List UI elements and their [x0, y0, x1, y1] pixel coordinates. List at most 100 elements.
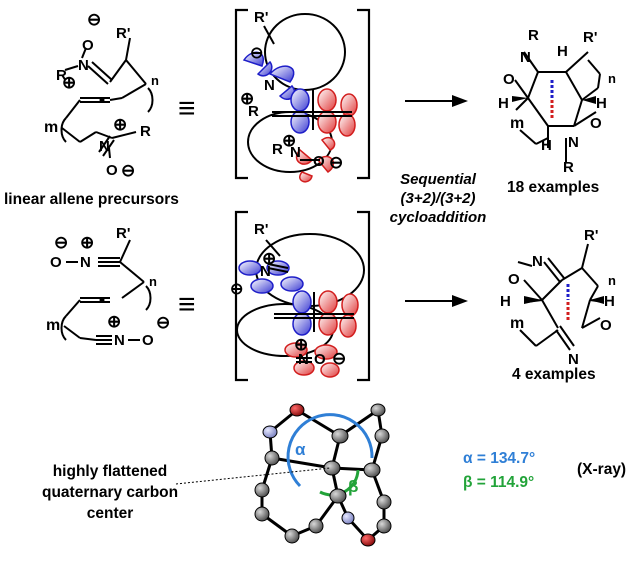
reaction-line-2: (3+2)/(3+2)	[400, 190, 476, 207]
bottom-orbital-minus1: ⊖	[230, 281, 243, 298]
bottom-reaction-arrow	[405, 295, 468, 307]
xray-label: (X-ray)	[577, 461, 627, 478]
bottom-orbital-Rprime: R'	[254, 221, 268, 238]
top-product-N1: N	[520, 49, 531, 66]
beta-angle-arc	[319, 469, 360, 497]
reaction-line-3: cycloaddition	[389, 209, 487, 226]
top-orbital-plus1: ⊕	[240, 89, 254, 108]
bottom-precursor-O1: O	[50, 254, 62, 271]
top-precursor-N1: N	[78, 57, 89, 74]
bottom-precursor-minus1: ⊖	[54, 233, 68, 252]
top-precursor-m: m	[44, 119, 58, 136]
top-orbital-N2: N	[290, 144, 301, 161]
linear-precursors-label: linear allene precursors	[4, 191, 179, 208]
top-precursor-plus1: ⊕	[62, 73, 76, 92]
top-precursor-brackets	[60, 87, 154, 143]
beta-angle-value: β = 114.9°	[463, 474, 535, 491]
bottom-orbital-plus2: ⊕	[294, 335, 308, 354]
bottom-precursor-N1: N	[80, 254, 91, 271]
top-orbital-diagram	[242, 13, 358, 183]
top-orbital-R1: R	[248, 103, 259, 120]
top-product-R1: R	[528, 27, 539, 44]
bottom-product-H1: H	[500, 293, 511, 310]
bottom-product-N2: N	[568, 351, 579, 368]
bottom-product-O1: O	[508, 271, 520, 288]
alpha-angle-value: α = 134.7°	[463, 450, 536, 467]
bottom-precursor-O2: O	[142, 332, 154, 349]
top-precursor-structure	[61, 37, 147, 159]
top-product-O2: O	[590, 115, 602, 132]
bottom-orbital-brackets	[234, 210, 371, 382]
top-precursor-O1: O	[82, 37, 94, 54]
bottom-product-m: m	[510, 315, 524, 332]
top-precursor-minus2: ⊖	[121, 161, 135, 180]
top-orbital-minus: ⊖	[250, 45, 263, 62]
bottom-precursor-m: m	[46, 317, 60, 334]
bottom-product-N1: N	[532, 253, 543, 270]
bottom-precursor-N2: N	[114, 332, 125, 349]
flattened-carbon-caption: highly flattened quaternary carbon cente…	[42, 461, 178, 524]
bottom-equivalence-sign: ≡	[178, 288, 196, 321]
bottom-product-H2: H	[604, 293, 615, 310]
bottom-orbital-diagram	[236, 233, 365, 378]
top-product-H1: H	[557, 43, 568, 60]
top-precursor-O2: O	[106, 162, 118, 179]
bottom-product-n: n	[608, 273, 616, 288]
bottom-precursor-structure	[63, 239, 145, 345]
top-product-n: n	[608, 71, 616, 86]
bottom-product-structure	[517, 243, 605, 351]
bottom-orbital-minus2: ⊖	[332, 349, 346, 368]
bottom-precursor-plus1: ⊕	[80, 233, 94, 252]
top-product-stereo	[512, 80, 596, 118]
bottom-orbital-O: O	[314, 351, 326, 368]
alpha-angle-arc	[286, 413, 374, 488]
top-orbital-N1: N	[264, 77, 275, 94]
top-orbital-plus2: ⊕	[282, 131, 296, 150]
top-product-m: m	[510, 115, 524, 132]
bottom-precursor-Rprime: R'	[116, 225, 130, 242]
bottom-examples-label: 4 examples	[512, 366, 596, 383]
bottom-product-stereo	[524, 284, 604, 320]
top-orbital-O: O	[313, 153, 325, 170]
bottom-product-Rprime: R'	[584, 227, 598, 244]
top-product-N2: N	[568, 134, 579, 151]
reaction-line-1: Sequential	[400, 171, 476, 188]
top-precursor-N2: N	[99, 138, 110, 155]
xray-structure	[175, 403, 392, 547]
bottom-allene-dot	[99, 297, 105, 303]
beta-symbol: β	[348, 477, 358, 496]
flattened-line-2: quaternary carbon	[42, 484, 179, 501]
top-orbital-minus2: ⊖	[329, 153, 343, 172]
bottom-orbital-plus1: ⊕	[262, 249, 276, 268]
bottom-orbital-N1: N	[260, 263, 271, 280]
top-product-H2: H	[498, 95, 509, 112]
bottom-precursor-n: n	[149, 274, 157, 289]
top-equivalence-sign: ≡	[178, 92, 196, 125]
alpha-symbol: α	[295, 440, 306, 459]
top-product-O1: O	[503, 71, 515, 88]
top-orbital-R2: R	[272, 141, 283, 158]
top-product-H3: H	[596, 95, 607, 112]
top-precursor-minus1: ⊖	[87, 10, 101, 29]
top-product-H4: H	[541, 137, 552, 154]
top-allene-dot	[99, 97, 105, 103]
top-precursor-R2: R	[140, 123, 151, 140]
reaction-conditions-caption: Sequential (3+2)/(3+2) cycloaddition	[378, 170, 498, 227]
top-product-R2: R	[563, 159, 574, 176]
quaternary-pointer-line	[175, 467, 331, 485]
top-precursor-n: n	[151, 73, 159, 88]
bottom-orbital-N2: N	[298, 351, 309, 368]
bottom-precursor-brackets	[60, 285, 152, 341]
top-orbital-Rprime: R'	[254, 9, 268, 26]
bottom-precursor-minus2: ⊖	[156, 313, 170, 332]
top-precursor-plus2: ⊕	[113, 115, 127, 134]
top-reaction-arrow	[405, 95, 468, 107]
flattened-line-3: center	[86, 505, 134, 522]
bottom-precursor-plus2: ⊕	[107, 312, 121, 331]
top-precursor-Rprime: R'	[116, 25, 130, 42]
top-precursor-R: R	[56, 67, 67, 84]
flattened-line-1: highly flattened	[52, 463, 168, 480]
top-product-Rprime: R'	[583, 29, 597, 46]
